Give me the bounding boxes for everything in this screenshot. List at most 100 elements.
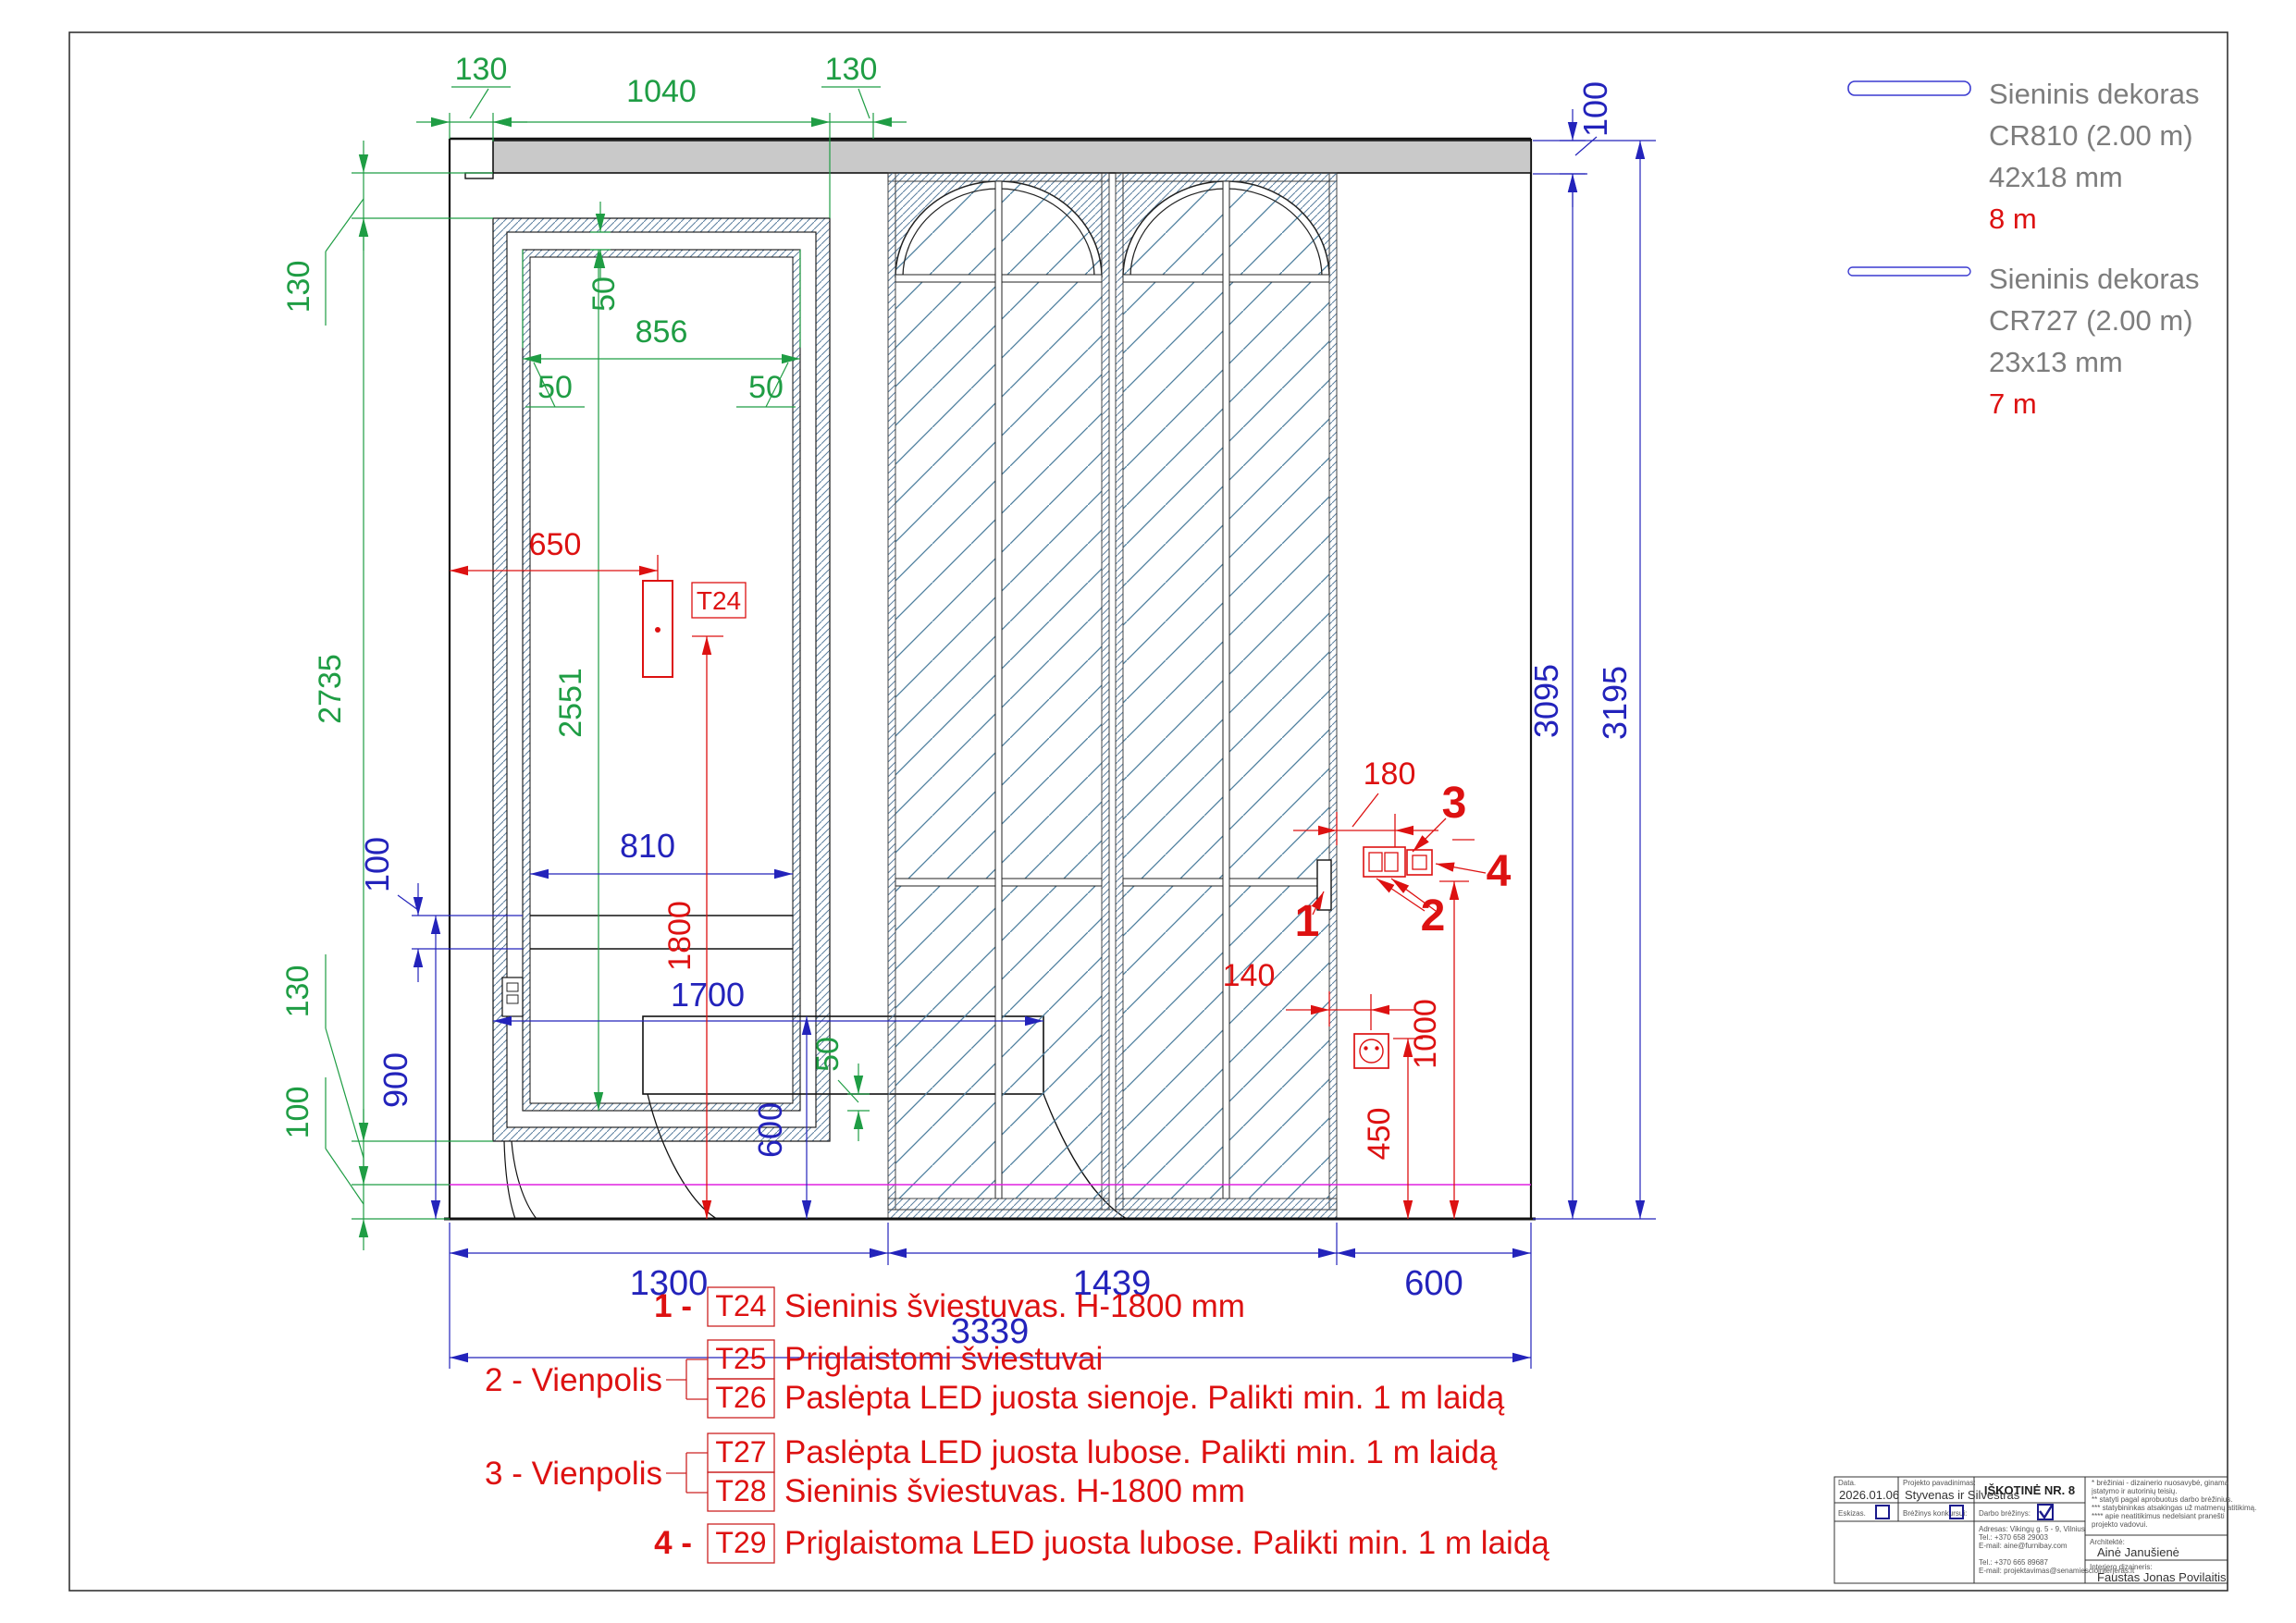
- tb-note-3: ** statyti pagal aprobuotus darbo brėžin…: [2092, 1495, 2233, 1504]
- dim-left-2735: 2735: [313, 654, 348, 724]
- legend1-code: CR810 (2.00 m): [1989, 119, 2193, 152]
- legend-right: Sieninis dekoras CR810 (2.00 m) 42x18 mm…: [1847, 78, 2199, 420]
- dim-600-seg: 600: [1404, 1264, 1463, 1303]
- tb-contest-label: Brėžinys konkursui:: [1903, 1509, 1967, 1518]
- wall-outline: [448, 137, 1533, 1219]
- dim-top-1040: 1040: [626, 74, 697, 109]
- dim-left-top-130: 130: [281, 261, 316, 314]
- fixture-num-3: 3 - Vienpolis: [485, 1456, 662, 1492]
- dim-1300: 1300: [630, 1264, 709, 1303]
- tb-project: Styvenas ir Silvestras: [1905, 1488, 2020, 1502]
- luminaire-center-dot: [655, 627, 660, 633]
- tb-tel1: Tel.: +370 658 29003: [1979, 1533, 2049, 1542]
- tb-sketch-label: Eskizas.: [1838, 1509, 1866, 1518]
- dim-gap-50-bottom: 50: [810, 1037, 846, 1072]
- cable-curve-left: [511, 1140, 537, 1220]
- fixture-tag-t29: T29: [715, 1526, 766, 1559]
- fixture-legend: 1 - 2 - Vienpolis 3 - Vienpolis 4 - T24 …: [485, 1286, 1549, 1564]
- fixture-num-2: 2 - Vienpolis: [485, 1362, 662, 1398]
- dim-gap-50-right: 50: [748, 370, 784, 405]
- tb-project-label: Projekto pavadinimas:: [1903, 1479, 1976, 1487]
- ceiling-band-lip: [464, 172, 494, 179]
- checkbox-contest: [1949, 1505, 1964, 1519]
- legend1-title: Sieninis dekoras: [1989, 78, 2199, 110]
- callout-4: 4: [1487, 847, 1512, 896]
- dim-left-bottom-130: 130: [280, 965, 315, 1018]
- dim-top-left-130: 130: [455, 52, 508, 87]
- tb-working-label: Darbo brėžinys:: [1979, 1509, 2031, 1518]
- dim-1700: 1700: [671, 976, 745, 1014]
- partition-leaf-left: [887, 172, 1110, 1211]
- dim-3195: 3195: [1596, 666, 1634, 740]
- dim-180: 180: [1364, 756, 1416, 792]
- checkmark-icon: [2039, 1505, 2054, 1520]
- dimensions-blue: [397, 109, 1656, 1369]
- fixture-num-4: 4 -: [654, 1525, 692, 1561]
- fixture-tag-t28: T28: [715, 1474, 766, 1507]
- dim-1439: 1439: [1073, 1264, 1152, 1303]
- tb-date: 2026.01.06: [1839, 1488, 1899, 1502]
- fixture-tag-t26: T26: [715, 1381, 766, 1414]
- tb-tel2: Tel.: +370 665 89687: [1979, 1558, 2049, 1567]
- fixture-tag-t25: T25: [715, 1342, 766, 1375]
- legend2-size: 23x13 mm: [1989, 346, 2123, 378]
- dim-band-100: 100: [1576, 81, 1614, 137]
- dim-600-bench: 600: [751, 1102, 789, 1158]
- fixture-desc-t29: Priglaistoma LED juosta lubose. Palikti …: [784, 1525, 1549, 1561]
- glass-partition: [887, 172, 1338, 1220]
- dim-450: 450: [1362, 1108, 1397, 1161]
- dimension-labels-red: 650 T24 1800 180 140 1000 450 1 2 3 4: [529, 527, 1512, 1160]
- callout-2: 2: [1421, 891, 1446, 941]
- dim-gap-50-left: 50: [537, 370, 573, 405]
- dim-1800: 1800: [662, 901, 697, 971]
- dim-shelf-100: 100: [358, 837, 396, 892]
- callout-3: 3: [1442, 779, 1467, 828]
- dim-left-floor-100: 100: [280, 1087, 315, 1139]
- dim-650: 650: [529, 527, 582, 562]
- dim-top-right-130: 130: [825, 52, 878, 87]
- fixture-num-1: 1 -: [654, 1288, 692, 1324]
- dimensions-green: [325, 86, 907, 1250]
- dim-2551: 2551: [553, 668, 588, 738]
- dim-140: 140: [1223, 958, 1276, 993]
- dimension-labels-green: 130 1040 130 130 2735 130 100 856 50 50 …: [280, 52, 877, 1138]
- dimensions-red: [450, 555, 1487, 1219]
- legend2-title: Sieninis dekoras: [1989, 263, 2199, 295]
- tb-date-label: Data.: [1838, 1479, 1856, 1487]
- mirror-frame: [492, 217, 831, 1142]
- tb-note-1: * brėžiniai - dizainerio nuosavybė, gina…: [2092, 1479, 2229, 1487]
- checkbox-working: [2037, 1504, 2054, 1520]
- tb-architect-label: Architektė:: [2090, 1538, 2125, 1546]
- fixture-tag-t24: T24: [715, 1289, 766, 1322]
- dim-3339: 3339: [951, 1312, 1030, 1351]
- fixture-desc-t28: Sieninis šviestuvas. H-1800 mm: [784, 1473, 1245, 1509]
- luminaire-tag-t24: T24: [697, 586, 741, 615]
- tb-note-4: *** statybininkas atsakingas už matmenų …: [2092, 1504, 2256, 1512]
- tb-sheet-title: IŠKOTINĖ NR. 8: [1984, 1483, 2075, 1497]
- profile-symbol-cr727: [1847, 266, 1971, 277]
- dim-810: 810: [620, 827, 675, 865]
- tb-designer-label: Interjero dizaineris:: [2090, 1563, 2153, 1571]
- dimension-labels-blue: 100 810 900 600 1700 1300 1439 600 3339 …: [358, 81, 1634, 1351]
- dim-gap-50-top: 50: [586, 277, 622, 312]
- fixture-desc-t27: Paslėpta LED juosta lubose. Palikti min.…: [784, 1434, 1498, 1470]
- title-block: Data. 2026.01.06 Projekto pavadinimas: S…: [1833, 1476, 2256, 1584]
- tb-note-6: projekto vadovui.: [2092, 1520, 2147, 1529]
- tb-architect: Ainė Janušienė: [2097, 1545, 2179, 1559]
- checkbox-sketch: [1875, 1505, 1890, 1519]
- fixture-desc-t25: Priglaistomi šviestuvai: [784, 1341, 1103, 1377]
- legend1-size: 42x18 mm: [1989, 161, 2123, 193]
- tb-email1: E-mail: aine@furnibay.com: [1979, 1542, 2068, 1550]
- profile-symbol-cr810: [1847, 80, 1971, 96]
- tb-designer: Faustas Jonas Povilaitis: [2097, 1570, 2227, 1584]
- tb-address: Adresas: Vikingų g. 5 - 9, Vilnius: [1979, 1525, 2085, 1533]
- sheet-border: [68, 31, 2228, 1592]
- partition-leaf-right: [1115, 172, 1338, 1211]
- fixture-tag-t27: T27: [715, 1435, 766, 1469]
- legend2-length: 7 m: [1989, 387, 2037, 420]
- tb-email2: E-mail: projektavimas@senamiesciointerje…: [1979, 1567, 2135, 1575]
- dim-1000: 1000: [1408, 999, 1443, 1069]
- fixture-desc-t26: Paslėpta LED juosta sienoje. Palikti min…: [784, 1380, 1505, 1416]
- tb-note-5: **** apie neatitikimus nedelsiant praneš…: [2092, 1512, 2225, 1520]
